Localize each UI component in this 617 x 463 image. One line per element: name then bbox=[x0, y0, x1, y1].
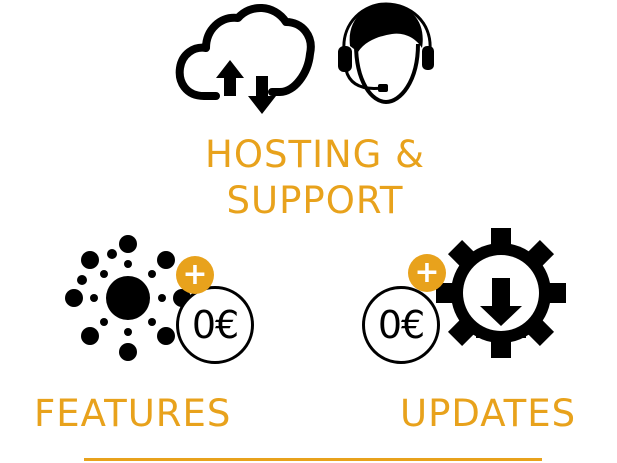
cloud-upload-download-icon bbox=[175, 3, 315, 114]
updates-price-badge: 0€ bbox=[362, 286, 440, 364]
features-label: FEATURES bbox=[34, 392, 232, 435]
features-price-badge: 0€ bbox=[176, 286, 254, 364]
sun-features-icon bbox=[65, 235, 191, 361]
plus-badge-icon: + bbox=[408, 254, 446, 292]
hosting-support-line1: HOSTING & bbox=[205, 133, 425, 176]
updates-plus: + bbox=[414, 255, 440, 290]
hosting-support-title: HOSTING & SUPPORT bbox=[150, 136, 480, 228]
headset-support-icon bbox=[338, 2, 434, 105]
features-plus: + bbox=[182, 257, 208, 292]
divider-line bbox=[84, 458, 542, 461]
updates-label: UPDATES bbox=[400, 392, 577, 435]
updates-price: 0€ bbox=[377, 303, 425, 347]
hosting-support-line2: SUPPORT bbox=[226, 179, 404, 222]
features-price: 0€ bbox=[191, 303, 239, 347]
plus-badge-icon: + bbox=[176, 256, 214, 294]
gear-download-icon bbox=[436, 228, 566, 358]
